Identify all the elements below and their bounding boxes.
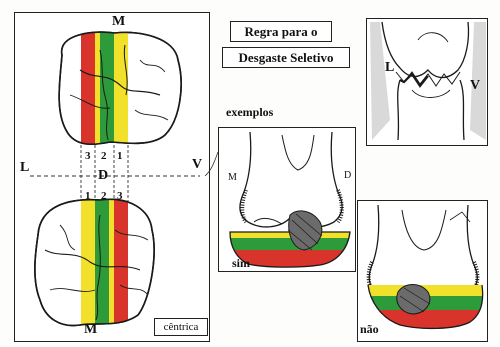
example-nao-label: não [360,322,379,337]
